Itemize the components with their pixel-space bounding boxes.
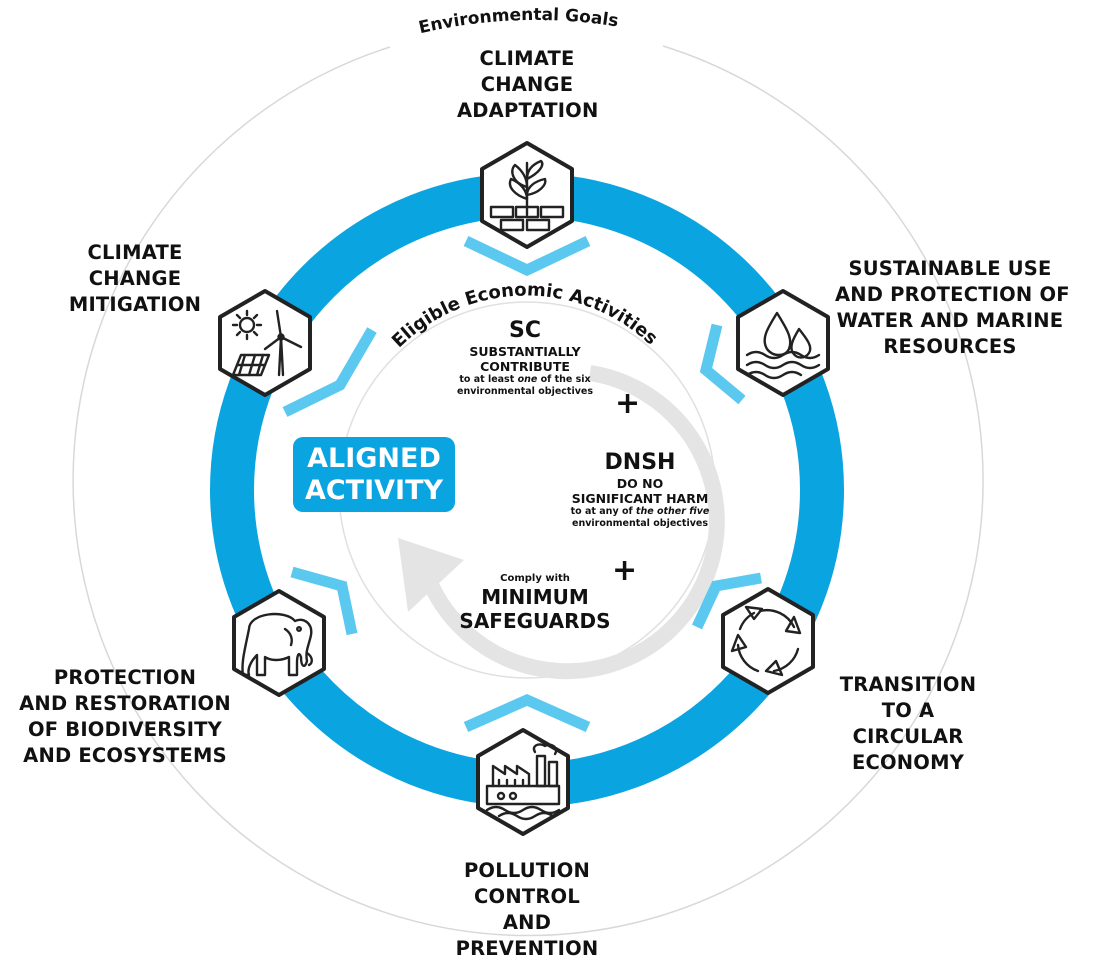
ms-line2: SAFEGUARDS xyxy=(459,609,611,633)
goal-line: CLIMATE xyxy=(87,241,183,264)
chevrons xyxy=(282,236,762,733)
sc-block: SC SUBSTANTIALLY CONTRIBUTE to at least … xyxy=(428,318,622,398)
water-drops-waves-icon xyxy=(736,289,830,397)
sun-wind-solar-icon xyxy=(218,289,312,397)
elephant-icon xyxy=(232,589,326,697)
ms-pre: Comply with xyxy=(500,573,570,584)
sc-line2: CONTRIBUTE xyxy=(480,359,570,374)
dnsh-abbr: DNSH xyxy=(604,450,676,475)
goal-line: RESOURCES xyxy=(883,335,1017,358)
sc-desc1: to at least one of the six xyxy=(428,374,622,386)
cycle-arrow-head xyxy=(398,538,464,612)
goal-pollution-control: POLLUTION CONTROL AND PREVENTION xyxy=(447,858,607,962)
goal-line: POLLUTION xyxy=(463,859,591,882)
pollution-glyph xyxy=(485,743,561,821)
objective-icons xyxy=(218,141,830,836)
chevron-upper-right xyxy=(699,323,746,405)
aligned-activity-badge: ALIGNED ACTIVITY xyxy=(293,437,455,512)
adaptation-glyph xyxy=(489,159,565,232)
goal-line: AND ECOSYSTEMS xyxy=(23,744,227,767)
circular-arrows-icon xyxy=(721,587,815,695)
water-glyph xyxy=(745,311,821,380)
goal-line: AND PROTECTION OF xyxy=(835,283,1070,306)
aligned-line1: ALIGNED xyxy=(307,442,441,474)
sc-desc1-post: of the six xyxy=(537,374,591,385)
goal-circular-economy: TRANSITION TO A CIRCULAR ECONOMY xyxy=(818,672,998,776)
chevron-bottom xyxy=(463,693,591,733)
goal-line: CLIMATE xyxy=(479,47,575,70)
factory-pollution-icon xyxy=(476,728,570,836)
goal-line: ECONOMY xyxy=(851,751,965,774)
aligned-line2: ACTIVITY xyxy=(304,474,444,506)
dnsh-block: DNSH DO NO SIGNIFICANT HARM to at any of… xyxy=(542,450,738,530)
cycle-arrow xyxy=(420,365,725,680)
sc-abbr: SC xyxy=(509,318,541,343)
goal-line: CHANGE xyxy=(480,73,574,96)
goal-line: MITIGATION xyxy=(68,293,202,316)
dnsh-line2: SIGNIFICANT HARM xyxy=(571,491,709,506)
chevron-top xyxy=(463,236,591,277)
goal-biodiversity-ecosystems: PROTECTION AND RESTORATION OF BIODIVERSI… xyxy=(0,665,250,769)
dnsh-desc1: to at any of the other five xyxy=(542,506,738,518)
water-hex-frame xyxy=(736,289,830,397)
dnsh-line1: DO NO xyxy=(616,476,664,491)
goal-line: SUSTAINABLE USE xyxy=(848,257,1052,280)
chevron-lower-left xyxy=(290,566,358,636)
goal-line: ADAPTATION xyxy=(457,99,599,122)
goal-line: PROTECTION xyxy=(53,666,197,689)
sc-desc1-em: one xyxy=(517,374,538,385)
biodiversity-glyph xyxy=(241,612,313,677)
goal-line: CIRCULAR xyxy=(852,725,964,748)
circular-hex-frame xyxy=(721,587,815,695)
ms-line1: MINIMUM xyxy=(481,585,589,609)
plus-sign-2: + xyxy=(612,553,638,588)
chevron-upper-left xyxy=(282,327,377,417)
goal-line: OF BIODIVERSITY xyxy=(28,718,222,741)
goal-line: TRANSITION xyxy=(839,673,977,696)
minimum-safeguards-block: Comply with MINIMUM SAFEGUARDS xyxy=(445,573,625,633)
goal-climate-change-adaptation: CLIMATE CHANGE ADAPTATION xyxy=(457,46,599,124)
goal-line: PREVENTION xyxy=(455,937,599,960)
goal-line: CONTROL xyxy=(474,885,580,908)
goal-line: WATER AND MARINE xyxy=(836,309,1064,332)
goal-line: AND xyxy=(502,911,552,934)
goal-water-marine-resources: SUSTAINABLE USE AND PROTECTION OF WATER … xyxy=(835,256,1070,360)
mitigation-hex-frame xyxy=(218,289,312,397)
dnsh-desc1-em: the other five xyxy=(635,506,710,517)
chevron-lower-right xyxy=(692,572,762,630)
goal-line: CHANGE xyxy=(88,267,182,290)
environmental-goals-title: Environmental Goals xyxy=(417,5,620,38)
circular-glyph xyxy=(730,605,802,677)
mitigation-glyph xyxy=(231,309,303,377)
dnsh-desc1-pre: to at any of xyxy=(570,506,636,517)
outer-thin-circle xyxy=(72,45,984,937)
goal-climate-change-mitigation: CLIMATE CHANGE MITIGATION xyxy=(55,240,215,318)
sc-desc1-pre: to at least xyxy=(459,374,518,385)
plant-sprout-icon xyxy=(480,141,574,249)
dnsh-desc2: environmental objectives xyxy=(572,518,708,529)
goal-line: AND RESTORATION xyxy=(19,692,231,715)
plus-sign-1: + xyxy=(615,386,641,421)
goal-line: TO A xyxy=(881,699,935,722)
sc-line1: SUBSTANTIALLY xyxy=(469,344,581,359)
sc-desc2: environmental objectives xyxy=(457,386,593,397)
